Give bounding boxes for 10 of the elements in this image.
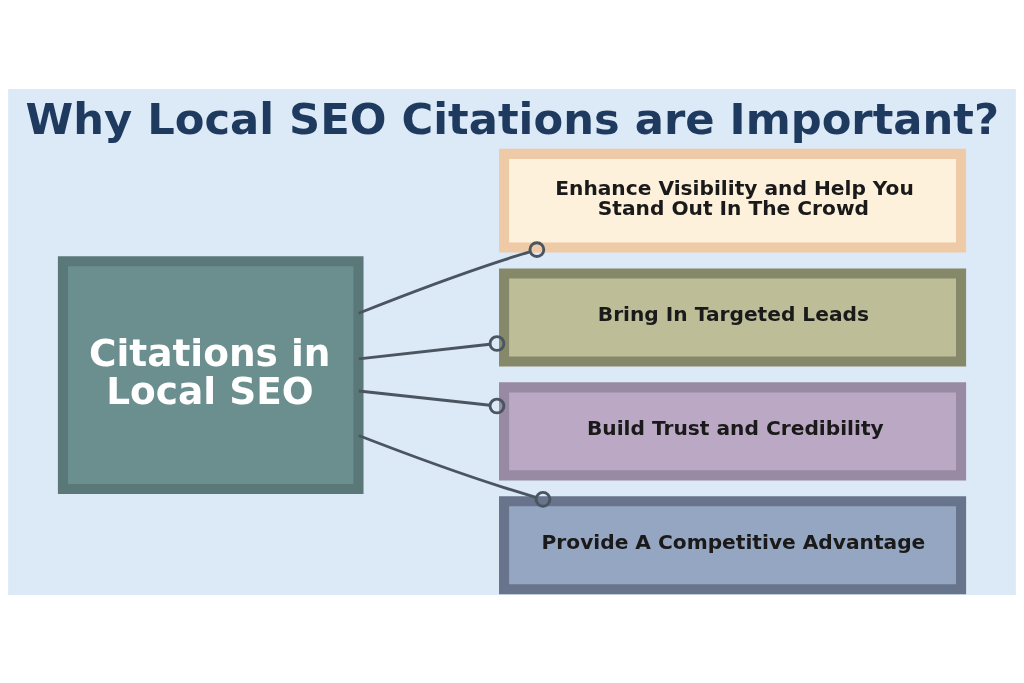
node-box: Build Trust and Credibility	[499, 381, 967, 480]
diagram-title: Why Local SEO Citations are Important?	[25, 93, 1000, 144]
connector	[358, 334, 506, 360]
connector	[358, 433, 552, 508]
node-box: Enhance Visibility and Help You Stand Out In The Crowd	[499, 148, 967, 253]
connector	[358, 240, 546, 315]
connector	[358, 389, 506, 414]
node-box: Citations in Local SEO	[57, 255, 364, 494]
node-box: Bring In Targeted Leads	[499, 267, 967, 366]
node-box: Provide A Competitive Advantage	[499, 495, 967, 594]
